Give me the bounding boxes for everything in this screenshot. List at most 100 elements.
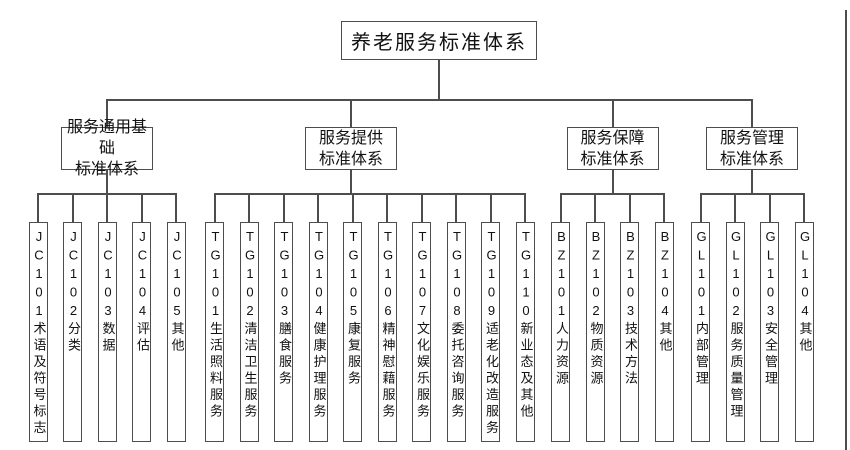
child-box-jc105: JC105其他 <box>166 222 186 442</box>
child-name: 新业态及其他 <box>518 321 534 421</box>
child-code: TG101 <box>208 229 223 322</box>
level2-bottom-drop-line <box>751 170 753 194</box>
child-stub-line <box>282 194 285 222</box>
child-code: TG105 <box>346 229 361 322</box>
child-stub-line <box>37 194 39 222</box>
child-stub-line <box>71 194 74 222</box>
child-stub-line <box>248 194 250 222</box>
level2-drop-line <box>106 100 108 127</box>
child-name: 康复服务 <box>346 321 361 388</box>
child-name: 委托咨询服务 <box>449 321 465 421</box>
level2-drop-line <box>611 100 614 127</box>
child-name: 技术方法 <box>623 321 638 388</box>
child-name: 术语及符号标志 <box>31 321 47 438</box>
child-name: 精神慰藉服务 <box>380 321 396 421</box>
child-code: GL102 <box>728 229 744 322</box>
child-code: TG103 <box>277 229 292 322</box>
child-code: TG104 <box>311 229 327 322</box>
child-box-bz103: BZ103技术方法 <box>620 222 639 442</box>
child-code: JC103 <box>100 229 116 322</box>
child-name: 评估 <box>135 321 150 355</box>
root-drop-line <box>438 60 440 100</box>
child-code: GL104 <box>797 229 813 322</box>
child-box-tg103: TG103膳食服务 <box>274 222 293 442</box>
child-code: TG107 <box>415 229 430 322</box>
child-stub-line <box>628 194 631 222</box>
root-box: 养老服务标准体系 <box>341 21 537 60</box>
child-box-jc104: JC104评估 <box>132 222 151 442</box>
child-box-jc101: JC101术语及符号标志 <box>28 222 48 442</box>
child-name: 生活照料服务 <box>208 321 223 421</box>
child-box-bz102: BZ102物质资源 <box>585 222 605 442</box>
child-code: BZ102 <box>588 229 604 322</box>
child-stub-line <box>768 194 771 222</box>
child-box-gl103: GL103安全管理 <box>760 222 779 442</box>
child-stub-line <box>317 194 319 222</box>
child-box-bz101: BZ101人力资源 <box>551 222 570 442</box>
child-code: TG106 <box>380 229 396 322</box>
child-stub-line <box>455 194 457 222</box>
level2-drop-line <box>350 100 352 127</box>
child-box-tg109: TG109适老化改造服务 <box>481 222 500 442</box>
child-box-tg104: TG104健康护理服务 <box>308 222 328 442</box>
child-box-gl102: GL102服务质量管理 <box>725 222 745 442</box>
child-name: 其他 <box>169 321 185 355</box>
child-stub-line <box>489 194 492 222</box>
child-code: JC104 <box>135 229 150 322</box>
child-box-jc103: JC103数据 <box>97 222 117 442</box>
child-name: 膳食服务 <box>277 321 292 388</box>
child-stub-line <box>663 194 665 222</box>
child-name: 清洁卫生服务 <box>242 321 258 421</box>
level2-box-2: 服务保障 标准体系 <box>566 127 659 170</box>
child-name: 其他 <box>657 321 673 355</box>
child-name: 安全管理 <box>763 321 778 388</box>
child-box-tg102: TG102清洁卫生服务 <box>239 222 259 442</box>
child-box-tg105: TG105康复服务 <box>343 222 362 442</box>
child-code: JC105 <box>169 229 185 322</box>
child-box-gl101: GL101内部管理 <box>691 222 710 442</box>
level2-box-3: 服务管理 标准体系 <box>706 127 798 170</box>
level2-box-0: 服务通用基础 标准体系 <box>61 119 153 178</box>
child-stub-line <box>351 194 354 222</box>
child-name: 健康护理服务 <box>311 321 327 421</box>
page-edge-line <box>845 10 847 450</box>
child-code: TG102 <box>242 229 258 322</box>
child-stub-line <box>594 194 596 222</box>
child-name: 适老化改造服务 <box>484 321 499 438</box>
child-stub-line <box>699 194 702 222</box>
child-box-tg101: TG101生活照料服务 <box>205 222 224 442</box>
child-stub-line <box>734 194 736 222</box>
child-box-tg106: TG106精神慰藉服务 <box>377 222 397 442</box>
child-box-bz104: BZ104其他 <box>654 222 674 442</box>
child-name: 文化娱乐服务 <box>415 321 430 421</box>
child-bus-line <box>699 193 805 195</box>
child-stub-line <box>175 194 177 222</box>
child-stub-line <box>106 194 108 222</box>
child-code: JC101 <box>31 229 47 322</box>
child-name: 分类 <box>66 321 81 355</box>
child-code: TG109 <box>484 229 499 322</box>
child-code: TG108 <box>449 229 465 322</box>
child-bus-line <box>213 193 526 195</box>
child-name: 数据 <box>100 321 116 355</box>
child-stub-line <box>524 194 526 222</box>
child-name: 内部管理 <box>694 321 709 388</box>
child-code: BZ101 <box>554 229 569 322</box>
child-code: TG110 <box>518 229 534 322</box>
child-code: GL103 <box>763 229 778 322</box>
child-name: 人力资源 <box>554 321 569 388</box>
child-stub-line <box>803 194 805 222</box>
level2-bottom-drop-line <box>611 170 614 194</box>
child-stub-line <box>386 194 388 222</box>
child-bus-line <box>559 193 665 195</box>
child-box-tg107: TG107文化娱乐服务 <box>412 222 431 442</box>
child-box-gl104: GL104其他 <box>794 222 814 442</box>
child-box-tg108: TG108委托咨询服务 <box>446 222 466 442</box>
child-stub-line <box>140 194 143 222</box>
child-name: 服务质量管理 <box>728 321 744 421</box>
child-box-jc102: JC102分类 <box>63 222 82 442</box>
level1-bus-line <box>106 99 753 101</box>
level2-box-1: 服务提供 标准体系 <box>305 127 397 170</box>
level2-bottom-drop-line <box>106 170 108 194</box>
